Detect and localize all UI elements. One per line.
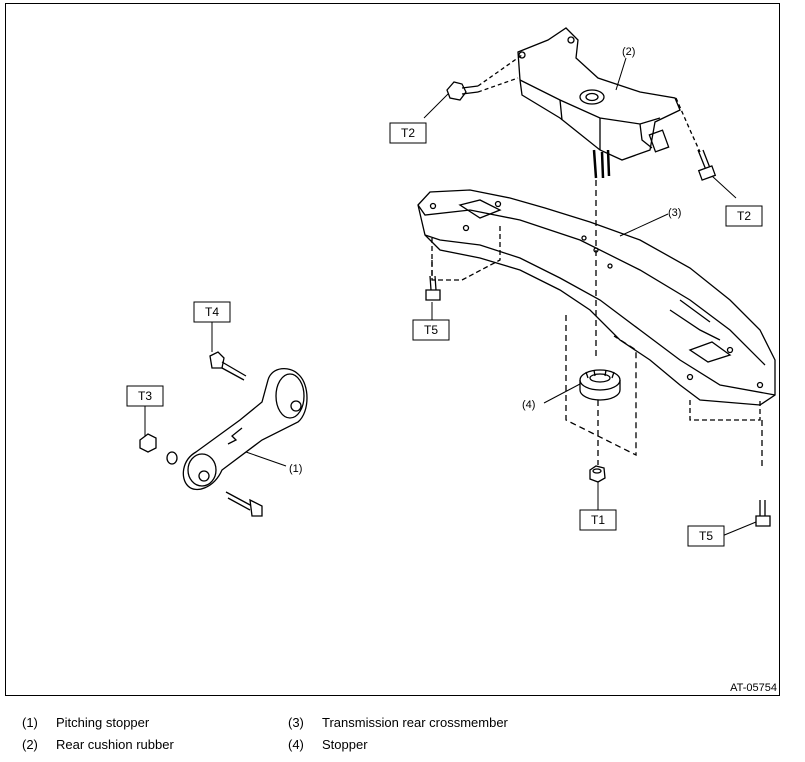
legend-number: (3)	[288, 715, 304, 730]
bolt-t5-left	[425, 275, 441, 301]
figure-id: AT-05754	[730, 682, 777, 694]
legend-name: Pitching stopper	[56, 715, 150, 730]
torque-label-t2-right: T2	[737, 209, 751, 223]
legend-number: (4)	[288, 737, 304, 752]
bolt-t4	[209, 351, 247, 381]
callout-3: (3)	[668, 207, 681, 219]
leader-lines	[144, 57, 757, 537]
rear-cushion-rubber-part	[517, 27, 681, 179]
legend-item-4: (4) Stopper	[288, 737, 368, 752]
torque-label-t2-left: T2	[401, 126, 415, 140]
torque-label-t5-left: T5	[424, 323, 438, 337]
diagram-frame	[5, 3, 780, 696]
legend-name: Stopper	[322, 737, 368, 752]
legend-name: Transmission rear crossmember	[322, 715, 508, 730]
callout-2: (2)	[622, 46, 635, 58]
bolt-t2-left	[446, 54, 523, 101]
bolt-pitching-lower	[225, 491, 263, 517]
torque-labels	[126, 122, 763, 547]
legend-item-2: (2) Rear cushion rubber	[22, 737, 174, 752]
legend-name: Rear cushion rubber	[56, 737, 174, 752]
bolt-t2-right	[675, 97, 717, 181]
torque-label-t4: T4	[205, 305, 219, 319]
torque-label-t3: T3	[138, 389, 152, 403]
legend-number: (2)	[22, 737, 38, 752]
callout-4: (4)	[522, 399, 535, 411]
legend-item-1: (1) Pitching stopper	[22, 715, 149, 730]
crossmember-part	[417, 189, 776, 421]
legend-number: (1)	[22, 715, 38, 730]
nut-t1	[589, 465, 606, 483]
bolt-t5-right	[755, 500, 771, 527]
torque-label-t5-right: T5	[699, 529, 713, 543]
assembly-axis-lines	[431, 180, 763, 470]
legend-item-3: (3) Transmission rear crossmember	[288, 715, 508, 730]
callout-1: (1)	[289, 463, 302, 475]
nut-t3	[139, 433, 178, 465]
stopper-part	[579, 369, 621, 401]
exploded-view-diagram: (1) (2) (3) (4) T2 T2 T5 T1 T5 T4 T3	[126, 27, 776, 547]
pitching-stopper-part	[182, 368, 308, 491]
torque-label-t1: T1	[591, 513, 605, 527]
